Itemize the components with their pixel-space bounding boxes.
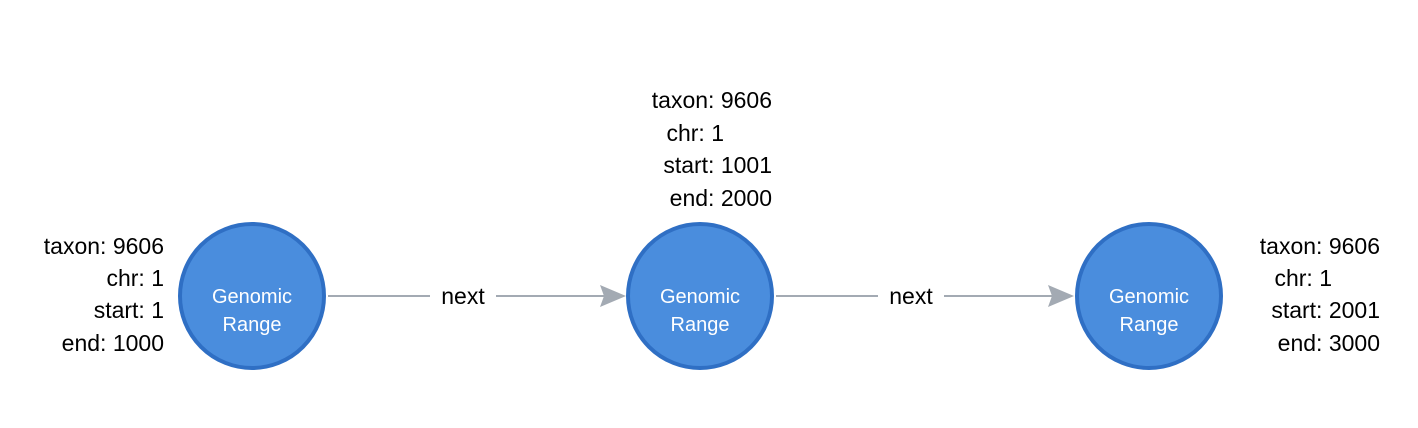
property-key: chr	[1274, 265, 1306, 291]
property-value: 2001	[1329, 297, 1380, 323]
property-value: 3000	[1329, 330, 1380, 356]
property-separator: :	[100, 330, 113, 356]
property-chr: chr: 1	[106, 265, 164, 291]
node-circle[interactable]	[626, 222, 774, 370]
property-value: 1	[711, 120, 724, 146]
property-separator: :	[708, 152, 721, 178]
property-separator: :	[1316, 297, 1329, 323]
property-separator: :	[100, 233, 113, 259]
property-chr: chr: 1	[1274, 265, 1332, 291]
property-end: end: 3000	[1278, 330, 1380, 356]
property-key: taxon	[652, 87, 708, 113]
node-genomic-range-3[interactable]: Genomic Range	[1075, 222, 1223, 370]
property-value: 1	[151, 297, 164, 323]
property-value: 9606	[113, 233, 164, 259]
node-circle[interactable]	[178, 222, 326, 370]
node-label-line-1: Genomic	[212, 286, 292, 308]
edge-next-2: next	[776, 280, 1074, 312]
property-key: taxon	[1260, 233, 1316, 259]
property-taxon: taxon: 9606	[652, 87, 772, 113]
property-key: start	[94, 297, 139, 323]
node-1-properties: taxon: 9606 chr: 1 start: 1 end: 1000	[44, 233, 164, 356]
property-start: start: 1001	[663, 152, 772, 178]
property-value: 1	[151, 265, 164, 291]
property-start: start: 2001	[1271, 297, 1380, 323]
property-separator: :	[1316, 330, 1329, 356]
property-key: end	[1278, 330, 1316, 356]
node-label-line-2: Range	[1120, 314, 1179, 336]
node-circle[interactable]	[1075, 222, 1223, 370]
node-label-line-1: Genomic	[1109, 286, 1189, 308]
property-start: start: 1	[94, 297, 164, 323]
property-separator: :	[708, 87, 721, 113]
property-separator: :	[1316, 233, 1329, 259]
property-value: 9606	[721, 87, 772, 113]
edge-label: next	[889, 283, 933, 309]
edge-next-1: next	[328, 280, 626, 312]
property-separator: :	[1306, 265, 1319, 291]
property-separator: :	[138, 265, 151, 291]
property-separator: :	[138, 297, 151, 323]
property-key: chr	[666, 120, 698, 146]
property-value: 9606	[1329, 233, 1380, 259]
node-label-line-1: Genomic	[660, 286, 740, 308]
node-genomic-range-2[interactable]: Genomic Range	[626, 222, 774, 370]
property-key: end	[62, 330, 100, 356]
edge-label: next	[441, 283, 485, 309]
property-value: 1000	[113, 330, 164, 356]
edge-label-background	[430, 280, 496, 312]
property-taxon: taxon: 9606	[1260, 233, 1380, 259]
property-value: 1	[1319, 265, 1332, 291]
node-genomic-range-1[interactable]: Genomic Range	[178, 222, 326, 370]
property-key: chr	[106, 265, 138, 291]
property-end: end: 1000	[62, 330, 164, 356]
node-label-line-2: Range	[671, 314, 730, 336]
arrow-head-icon	[600, 285, 626, 307]
arrow-head-icon	[1048, 285, 1074, 307]
property-end: end: 2000	[670, 185, 772, 211]
property-key: end	[670, 185, 708, 211]
edge-label-background	[878, 280, 944, 312]
property-key: start	[663, 152, 708, 178]
property-key: start	[1271, 297, 1316, 323]
property-value: 1001	[721, 152, 772, 178]
node-label-line-2: Range	[223, 314, 282, 336]
property-value: 2000	[721, 185, 772, 211]
node-2-properties: taxon: 9606 chr: 1 start: 1001 end: 2000	[652, 87, 772, 211]
property-taxon: taxon: 9606	[44, 233, 164, 259]
property-separator: :	[698, 120, 711, 146]
property-chr: chr: 1	[666, 120, 724, 146]
node-3-properties: taxon: 9606 chr: 1 start: 2001 end: 3000	[1260, 233, 1380, 356]
property-key: taxon	[44, 233, 100, 259]
property-separator: :	[708, 185, 721, 211]
